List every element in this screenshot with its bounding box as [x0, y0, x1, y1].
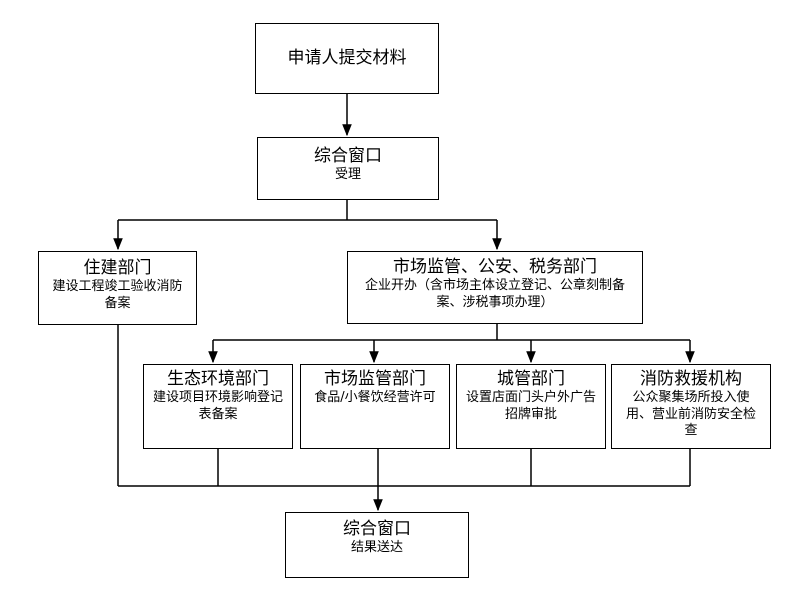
box-title: 市场监管部门	[324, 369, 426, 389]
box-subtitle: 建设项目环境影响登记表备案	[152, 390, 283, 422]
box-subtitle: 结果送达	[350, 540, 403, 556]
market-supervision-box: 市场监管部门 食品/小餐饮经营许可	[300, 364, 450, 449]
submit-materials-box: 申请人提交材料	[255, 23, 439, 94]
urban-management-box: 城管部门 设置店面门头户外广告招牌审批	[456, 364, 606, 449]
box-subtitle: 食品/小餐饮经营许可	[314, 390, 436, 406]
box-subtitle: 设置店面门头户外广告招牌审批	[465, 390, 596, 422]
housing-department-box: 住建部门 建设工程竣工验收消防备案	[38, 251, 197, 325]
box-subtitle: 企业开办（含市场主体设立登记、公章刻制备案、涉税事项办理）	[364, 278, 625, 310]
market-police-tax-box: 市场监管、公安、税务部门 企业开办（含市场主体设立登记、公章刻制备案、涉税事项办…	[347, 251, 643, 324]
box-title: 消防救援机构	[640, 369, 742, 389]
box-title: 市场监管、公安、税务部门	[393, 257, 597, 277]
box-title: 住建部门	[83, 258, 152, 278]
box-title: 城管部门	[497, 369, 565, 389]
fire-rescue-box: 消防救援机构 公众聚集场所投入使用、营业前消防安全检查	[611, 364, 771, 449]
box-title: 生态环境部门	[167, 369, 269, 389]
box-subtitle: 公众聚集场所投入使用、营业前消防安全检查	[625, 390, 756, 438]
eco-environment-box: 生态环境部门 建设项目环境影响登记表备案	[143, 364, 293, 449]
box-subtitle: 建设工程竣工验收消防备案	[52, 279, 183, 311]
box-title: 申请人提交材料	[287, 47, 407, 68]
comprehensive-window-accept-box: 综合窗口 受理	[257, 137, 439, 200]
box-title: 综合窗口	[314, 146, 382, 166]
box-title: 综合窗口	[343, 519, 411, 539]
comprehensive-window-result-box: 综合窗口 结果送达	[285, 512, 469, 578]
box-subtitle: 受理	[334, 167, 361, 183]
